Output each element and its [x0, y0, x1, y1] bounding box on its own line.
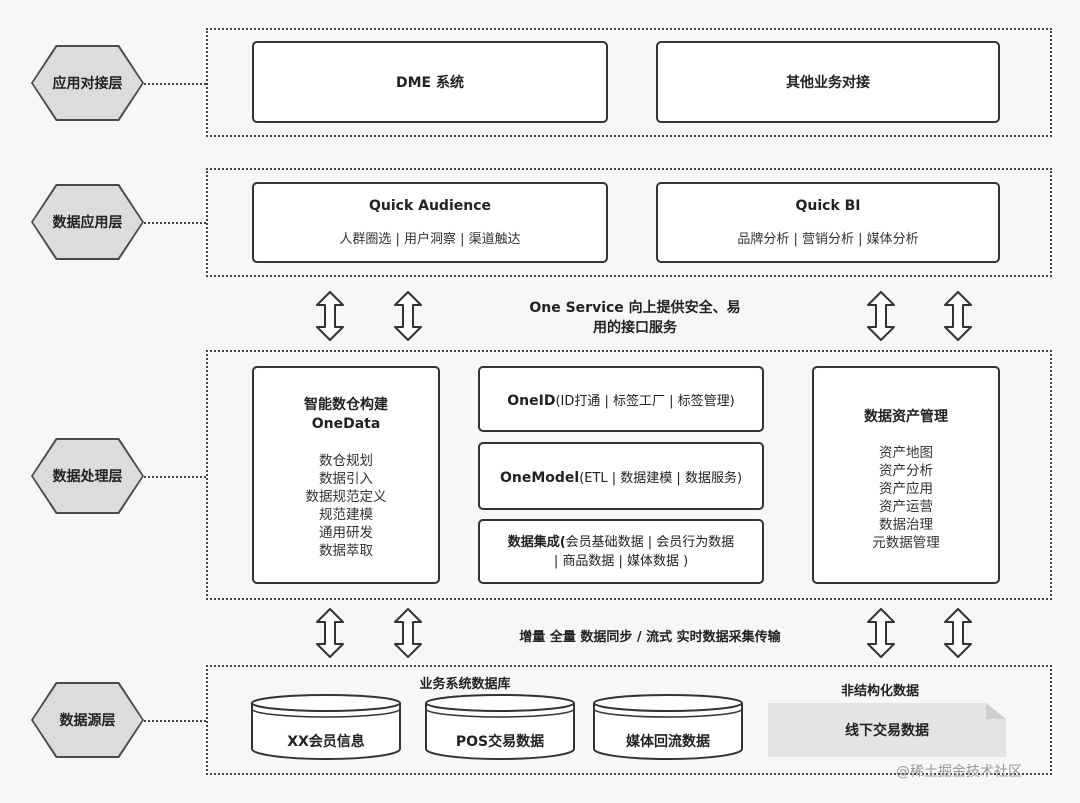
onemodel-box: OneModel(ETL | 数据建模 | 数据服务): [478, 442, 764, 510]
quick-audience-title: Quick Audience: [368, 198, 492, 214]
asset-item: 资产分析: [879, 463, 933, 479]
sync-text: 增量 全量 数据同步 / 流式 实时数据采集传输: [519, 630, 781, 645]
double-arrow-icon: [316, 291, 344, 341]
quick-bi-sub: 品牌分析 | 营销分析 | 媒体分析: [737, 232, 919, 247]
onedata-items: 数仓规划 数据引入 数据规范定义 规范建模 通用研发 数据萃取: [254, 452, 438, 560]
quick-audience-sub: 人群圈选 | 用户洞察 | 渠道触达: [339, 232, 521, 247]
onedata-item: 数据规范定义: [305, 489, 387, 505]
oneid-rest: (ID打通 | 标签工厂 | 标签管理): [555, 393, 735, 409]
onedata-title1: 智能数仓构建: [304, 397, 388, 413]
unstructured-title: 非结构化数据: [810, 680, 950, 699]
database-label: POS交易数据: [455, 734, 545, 750]
asset-item: 资产地图: [879, 445, 933, 461]
unstructured-label: 非结构化数据: [840, 684, 919, 699]
onedata-item: 数据引入: [319, 471, 373, 487]
asset-management-title: 数据资产管理: [864, 409, 948, 425]
watermark: @稀土掘金技术社区: [896, 764, 1022, 780]
database-cylinder: POS交易数据: [424, 693, 576, 761]
double-arrow-icon: [316, 608, 344, 658]
layer-label-source-text: 数据源层: [59, 713, 116, 729]
dme-system-box: DME 系统: [252, 41, 608, 123]
onemodel-bold: OneModel: [499, 469, 580, 486]
offline-label: 线下交易数据: [845, 723, 929, 739]
layer-label-data-app: 数据应用层: [31, 184, 144, 260]
database-label: XX会员信息: [287, 734, 365, 750]
connector-data-app: [144, 222, 206, 224]
connector-processing: [144, 476, 206, 478]
business-db-label: 业务系统数据库: [419, 677, 511, 692]
database-icon: [251, 694, 401, 760]
layer-label-processing-text: 数据处理层: [52, 469, 123, 485]
connector-source: [144, 720, 206, 722]
database-label: 媒体回流数据: [626, 734, 710, 750]
onemodel-rest: (ETL | 数据建模 | 数据服务): [579, 470, 743, 486]
double-arrow-icon: [944, 291, 972, 341]
layer-label-source: 数据源层: [31, 682, 144, 758]
double-arrow-icon: [944, 608, 972, 658]
other-business-box: 其他业务对接: [656, 41, 1000, 123]
document-icon: [768, 703, 1006, 757]
quick-bi-box: Quick BI 品牌分析 | 营销分析 | 媒体分析: [656, 182, 1000, 263]
layer-label-processing: 数据处理层: [31, 438, 144, 514]
oneid-bold: OneID: [507, 392, 556, 409]
integration-bold: 数据集成(: [507, 534, 566, 550]
onedata-item: 规范建模: [319, 507, 373, 523]
other-business-label: 其他业务对接: [786, 75, 870, 91]
integration-rest: 会员基础数据 | 会员行为数据: [565, 534, 735, 550]
database-cylinder: XX会员信息: [250, 693, 402, 761]
one-service-caption: One Service 向上提供安全、易 用的接口服务: [490, 298, 780, 338]
quick-bi-title: Quick BI: [795, 198, 861, 214]
asset-management-box: 数据资产管理 资产地图 资产分析 资产应用 资产运营 数据治理 元数据管理: [812, 366, 1000, 584]
onedata-box: 智能数仓构建 OneData 数仓规划 数据引入 数据规范定义 规范建模 通用研…: [252, 366, 440, 584]
layer-label-app-text: 应用对接层: [52, 76, 123, 92]
one-service-line2: 用的接口服务: [593, 320, 677, 336]
offline-document: 线下交易数据: [768, 703, 1006, 757]
sync-caption: 增量 全量 数据同步 / 流式 实时数据采集传输: [470, 626, 830, 645]
one-service-line1: One Service 向上提供安全、易: [529, 300, 741, 316]
asset-item: 数据治理: [879, 517, 933, 533]
asset-item: 资产应用: [879, 481, 933, 497]
integration-box: 数据集成(会员基础数据 | 会员行为数据 | 商品数据 | 媒体数据 ): [478, 519, 764, 584]
asset-item: 元数据管理: [872, 535, 940, 551]
integration-line2: | 商品数据 | 媒体数据 ): [553, 553, 689, 569]
asset-items: 资产地图 资产分析 资产应用 资产运营 数据治理 元数据管理: [814, 444, 998, 552]
oneid-box: OneID(ID打通 | 标签工厂 | 标签管理): [478, 366, 764, 432]
onedata-item: 数据萃取: [319, 543, 373, 559]
double-arrow-icon: [867, 608, 895, 658]
database-icon: [425, 694, 575, 760]
connector-app: [144, 83, 206, 85]
onedata-title2: OneData: [311, 416, 381, 432]
layer-label-app: 应用对接层: [31, 45, 144, 121]
double-arrow-icon: [394, 608, 422, 658]
business-db-title: 业务系统数据库: [380, 673, 550, 692]
asset-item: 资产运营: [879, 499, 933, 515]
onedata-item: 通用研发: [319, 525, 373, 541]
database-cylinder: 媒体回流数据: [592, 693, 744, 761]
database-icon: [593, 694, 743, 760]
double-arrow-icon: [867, 291, 895, 341]
quick-audience-box: Quick Audience 人群圈选 | 用户洞察 | 渠道触达: [252, 182, 608, 263]
layer-label-data-app-text: 数据应用层: [52, 215, 123, 231]
double-arrow-icon: [394, 291, 422, 341]
onedata-item: 数仓规划: [319, 453, 373, 469]
dme-system-label: DME 系统: [396, 75, 464, 91]
